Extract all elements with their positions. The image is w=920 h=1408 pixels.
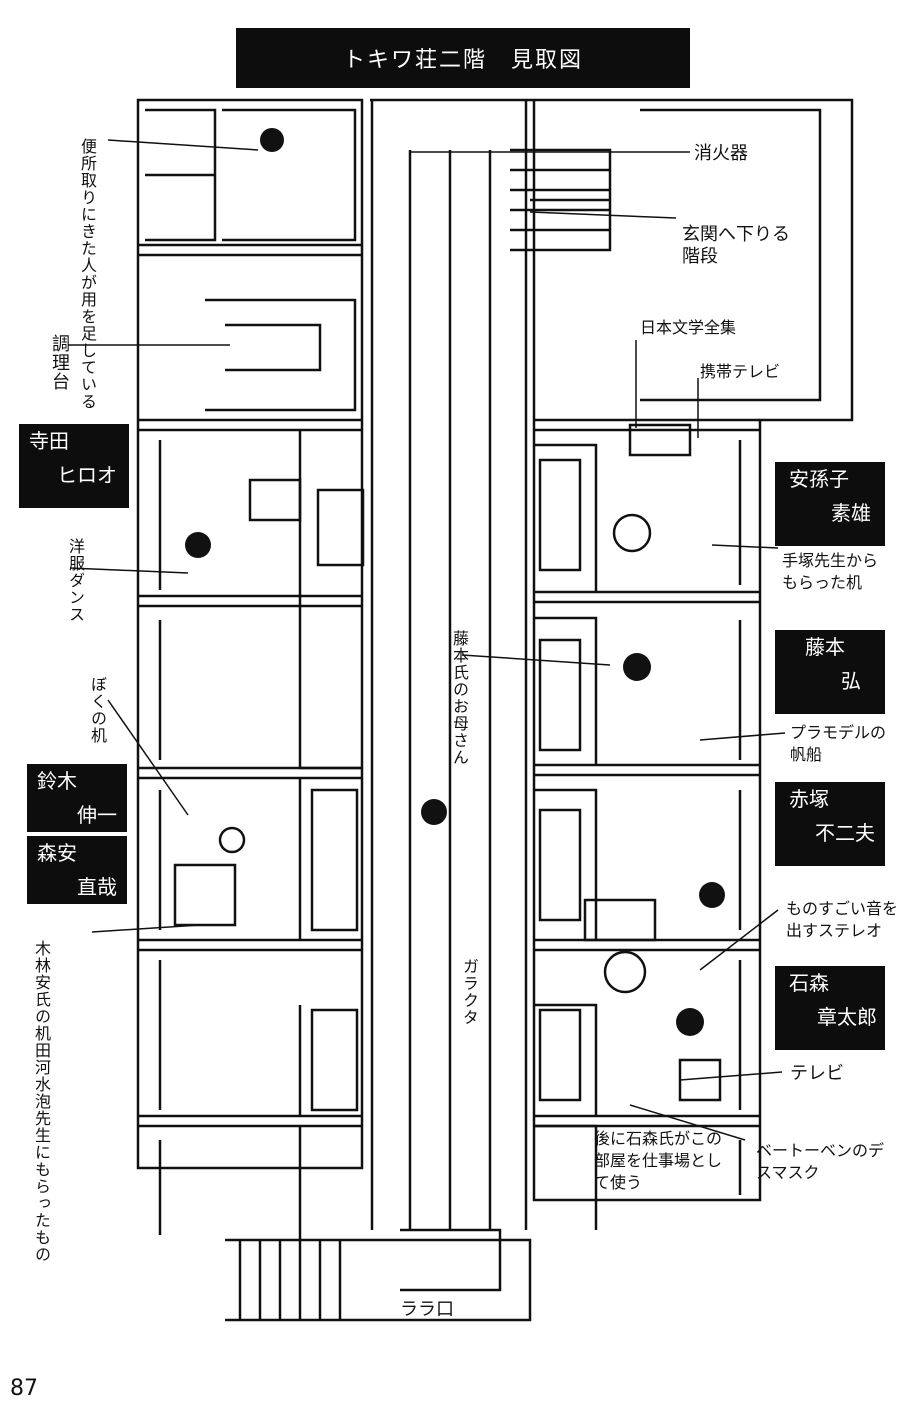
resident-terada-line2: ヒロオ bbox=[57, 463, 117, 487]
label-toilet-person: 便所取りにきた人が用を足している bbox=[78, 138, 97, 410]
resident-abiko-line1: 安孫子 bbox=[789, 467, 849, 491]
resident-fujimoto-line2: 弘 bbox=[841, 669, 861, 693]
label-plamodel: プラモデルの帆船 bbox=[790, 723, 887, 764]
label-cooking-table: 調理台 bbox=[49, 334, 70, 391]
label-later-workshop: 後に石森氏がこの部屋を仕事場として使う bbox=[594, 1129, 723, 1192]
label-my-desk: ぼくの机 bbox=[88, 676, 107, 744]
resident-ishimori-line2: 章太郎 bbox=[817, 1005, 877, 1029]
resident-terada-line1: 寺田 bbox=[29, 429, 69, 453]
resident-akatsuka-line2: 不二夫 bbox=[815, 821, 875, 845]
resident-suzuki: 鈴木 伸一 bbox=[27, 764, 127, 832]
page-number: 87 bbox=[10, 1376, 38, 1401]
label-stairs: 玄関へ下りる階段 bbox=[682, 224, 790, 267]
resident-terada: 寺田 ヒロオ bbox=[19, 424, 129, 508]
label-kibayashi-desk: 木林安氏の机田河水泡先生にもらったもの bbox=[32, 940, 51, 1263]
resident-abiko: 安孫子 素雄 bbox=[775, 462, 885, 546]
label-extinguisher: 消火器 bbox=[694, 143, 748, 164]
label-portable-tv: 携帯テレビ bbox=[700, 362, 781, 381]
page-title: トキワ荘二階 見取図 bbox=[236, 28, 690, 88]
label-back-door: ララ口 bbox=[400, 1299, 454, 1320]
resident-moriyasu-line2: 直哉 bbox=[77, 875, 117, 899]
resident-moriyasu: 森安 直哉 bbox=[27, 836, 127, 904]
label-junk: ガラクタ bbox=[460, 958, 479, 1026]
resident-ishimori: 石森 章太郎 bbox=[775, 966, 885, 1050]
resident-fujimoto-line1: 藤本 bbox=[805, 635, 845, 659]
resident-abiko-line2: 素雄 bbox=[831, 501, 871, 525]
label-beethoven: ベートーベンのデスマスク bbox=[756, 1141, 885, 1182]
label-wardrobe: 洋服ダンス bbox=[66, 538, 85, 623]
resident-fujimoto: 藤本 弘 bbox=[775, 630, 885, 714]
resident-suzuki-line2: 伸一 bbox=[77, 803, 117, 827]
label-tv: テレビ bbox=[790, 1063, 844, 1084]
resident-suzuki-line1: 鈴木 bbox=[37, 769, 77, 793]
label-fujimoto-mother: 藤本氏のお母さん bbox=[450, 630, 469, 766]
label-literature: 日本文学全集 bbox=[640, 318, 737, 337]
resident-akatsuka-line1: 赤塚 bbox=[789, 787, 829, 811]
resident-akatsuka: 赤塚 不二夫 bbox=[775, 782, 885, 866]
label-stereo: ものすごい音を出すステレオ bbox=[786, 899, 899, 940]
label-tezuka-desk: 手塚先生からもらった机 bbox=[782, 551, 879, 592]
resident-ishimori-line1: 石森 bbox=[789, 971, 829, 995]
resident-moriyasu-line1: 森安 bbox=[37, 841, 77, 865]
